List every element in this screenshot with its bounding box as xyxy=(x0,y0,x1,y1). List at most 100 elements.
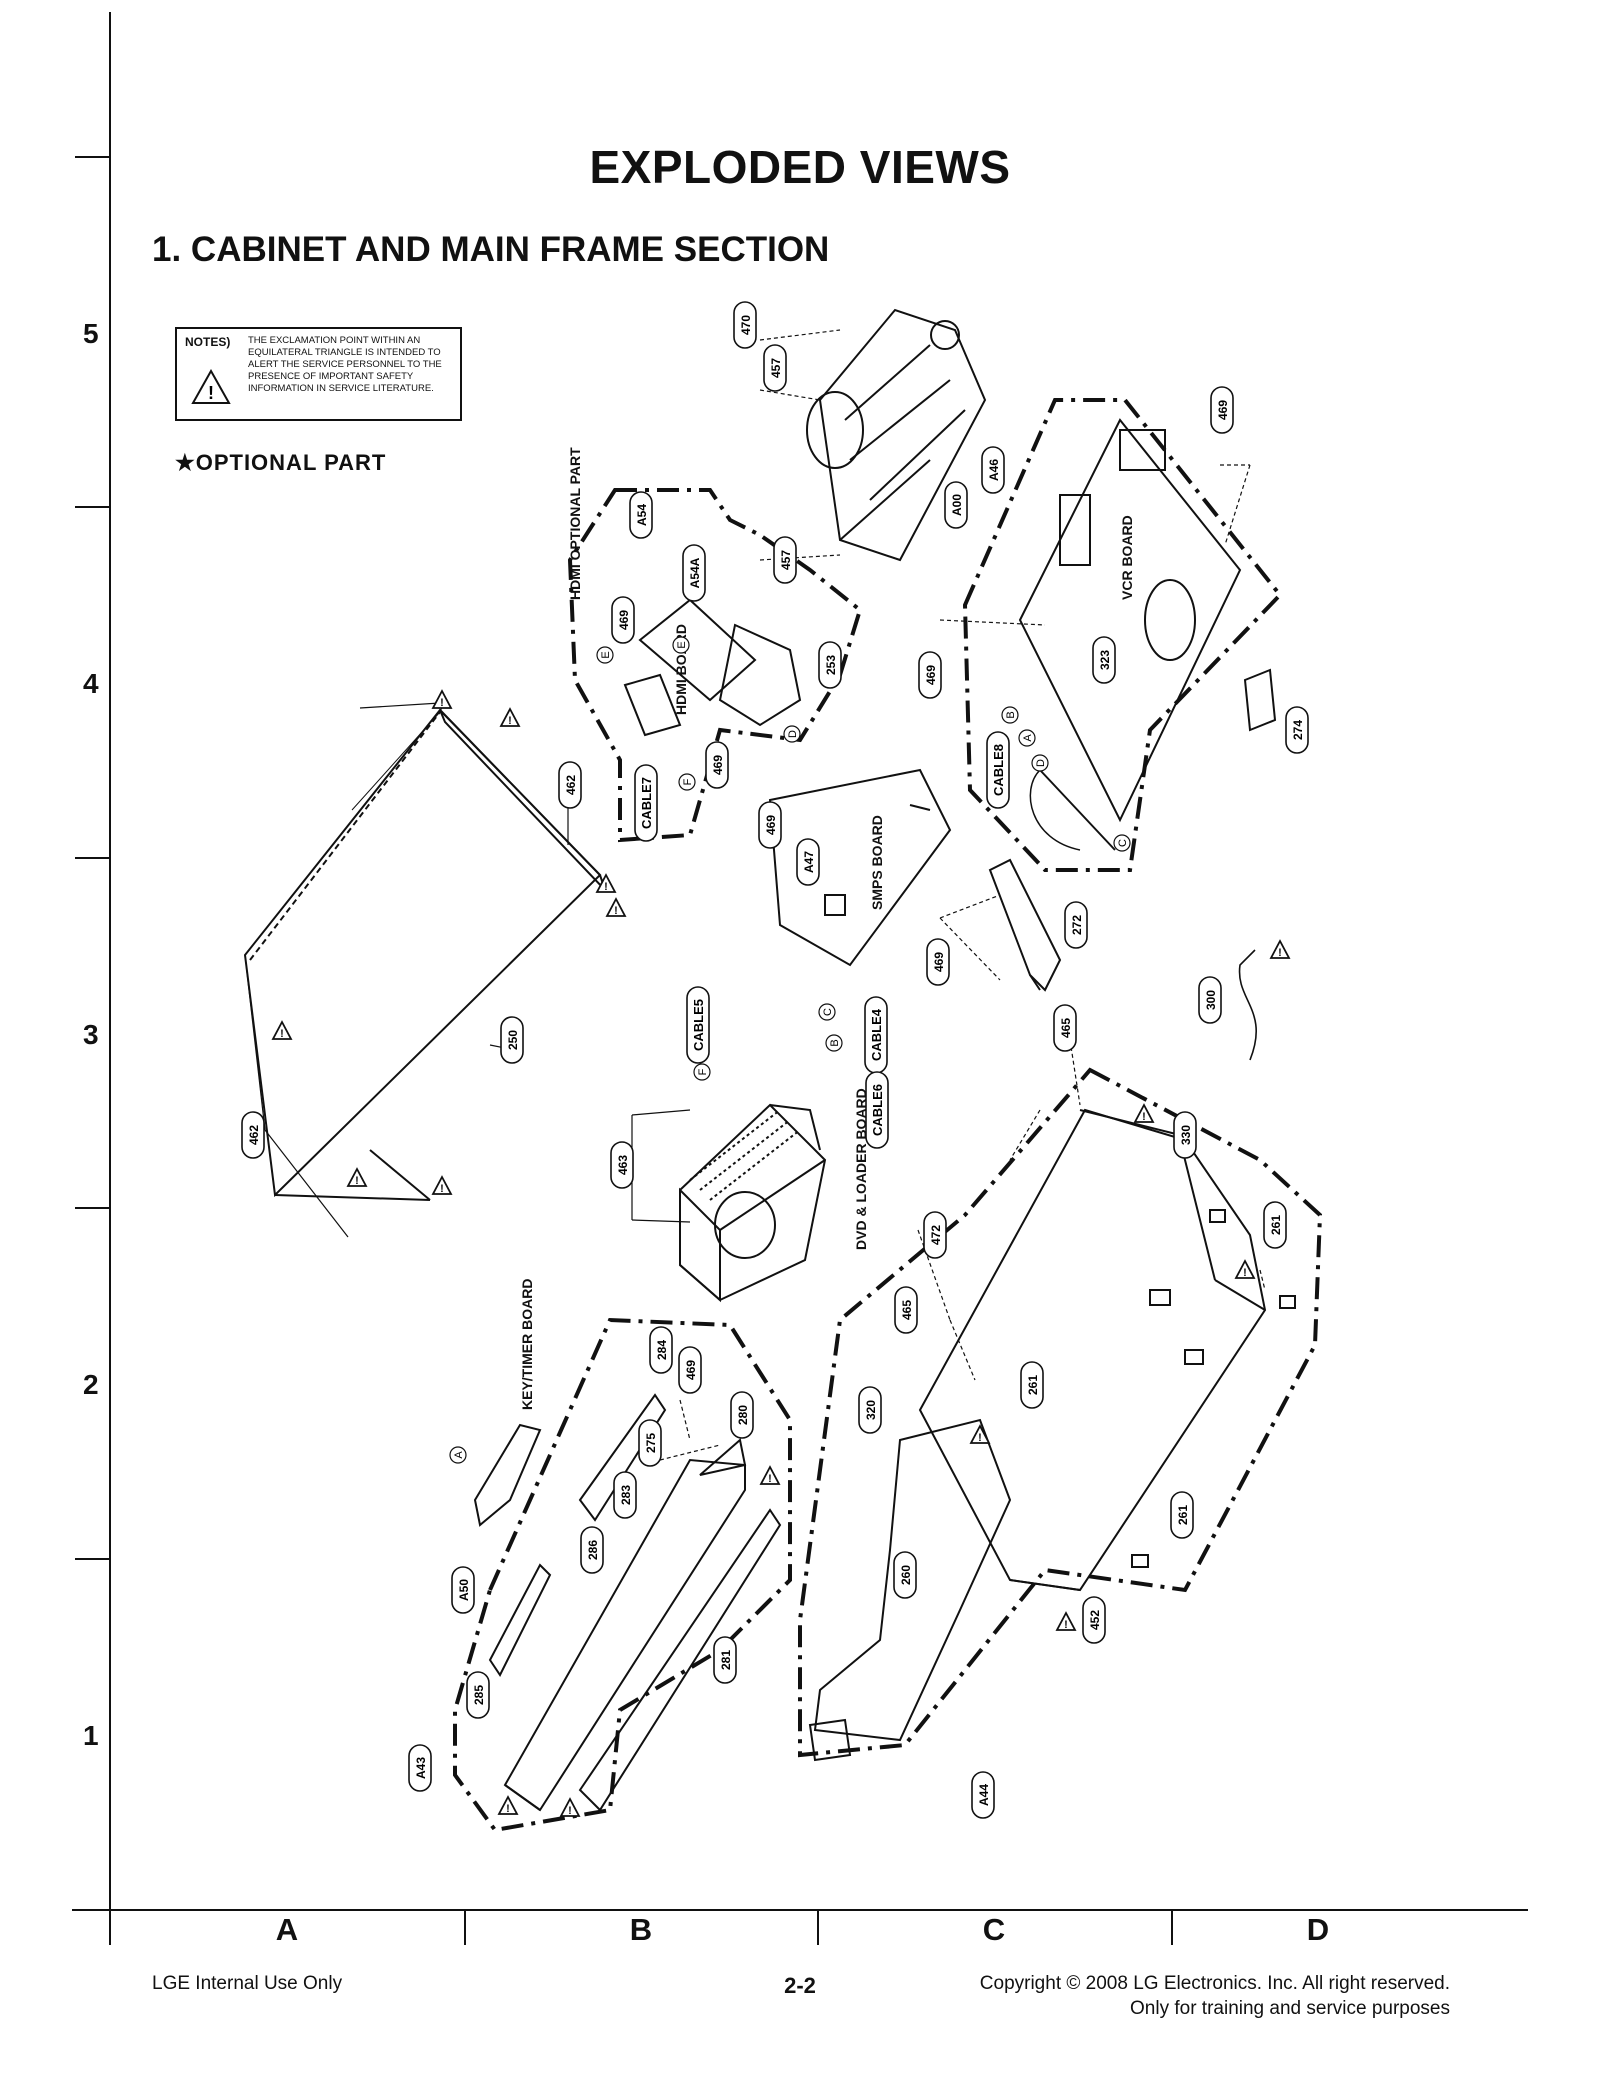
svg-text:275: 275 xyxy=(644,1433,658,1453)
board-283 xyxy=(578,1393,667,1522)
key-timer-board xyxy=(473,1423,542,1527)
callout-272: 272 xyxy=(1064,901,1088,949)
callout-462: 462 xyxy=(241,1111,265,1159)
callout-281: 281 xyxy=(713,1636,737,1684)
callout-452: 452 xyxy=(1082,1596,1106,1644)
connector-letter-d: D xyxy=(783,725,801,743)
callout-469: 469 xyxy=(918,651,942,699)
main-frame xyxy=(918,1108,1296,1592)
notes-text: THE EXCLAMATION POINT WITHIN AN EQUILATE… xyxy=(248,335,442,394)
callout-a00: A00 xyxy=(944,481,968,529)
part-callouts: 470457457A00A46469469A54A54A469253469CAB… xyxy=(241,301,1309,1819)
callout-283: 283 xyxy=(613,1471,637,1519)
column-label-c: C xyxy=(982,1912,1006,1947)
svg-text:A: A xyxy=(453,1451,465,1459)
svg-text:A54: A54 xyxy=(635,504,649,526)
callout-a54: A54 xyxy=(629,491,653,539)
warning-triangles: ! ! ! ! ! ! ! ! ! ! ! ! ! ! ! xyxy=(271,689,1291,1817)
callout-463: 463 xyxy=(610,1141,634,1189)
callout-469: 469 xyxy=(926,938,950,986)
connector-letter-a: A xyxy=(1018,729,1036,747)
callout-a46: A46 xyxy=(981,446,1005,494)
svg-text:469: 469 xyxy=(764,815,778,835)
svg-text:CABLE4: CABLE4 xyxy=(869,1008,884,1061)
bracket-272 xyxy=(988,858,1062,992)
callout-a47: A47 xyxy=(796,838,820,886)
svg-text:A: A xyxy=(1022,734,1034,742)
callout-457: 457 xyxy=(773,536,797,584)
callout-cable8: CABLE8 xyxy=(986,731,1010,809)
connector-letter-b: B xyxy=(1001,706,1019,724)
svg-text:E: E xyxy=(676,641,688,648)
callout-470: 470 xyxy=(733,301,757,349)
row-label-4: 4 xyxy=(83,668,99,699)
svg-text:250: 250 xyxy=(506,1030,520,1050)
callout-465: 465 xyxy=(1053,1004,1077,1052)
connector-letter-e: E xyxy=(672,636,690,654)
callout-261: 261 xyxy=(1020,1361,1044,1409)
svg-text:B: B xyxy=(829,1039,841,1046)
vcr-board-outline xyxy=(962,398,1283,872)
footer-page-number: 2-2 xyxy=(784,1973,816,1998)
svg-text:300: 300 xyxy=(1204,990,1218,1010)
svg-text:!: ! xyxy=(768,1473,772,1485)
callout-300: 300 xyxy=(1198,976,1222,1024)
svg-text:!: ! xyxy=(1142,1111,1146,1123)
callout-250: 250 xyxy=(500,1016,524,1064)
section-title: 1. CABINET AND MAIN FRAME SECTION xyxy=(152,230,830,269)
svg-text:!: ! xyxy=(508,715,512,727)
row-label-1: 1 xyxy=(83,1720,99,1751)
svg-text:472: 472 xyxy=(929,1225,943,1245)
svg-text:!: ! xyxy=(1243,1267,1247,1279)
callout-469: 469 xyxy=(758,801,782,849)
callout-253: 253 xyxy=(818,641,842,689)
svg-text:E: E xyxy=(600,651,612,658)
connector-letter-d: D xyxy=(1031,754,1049,772)
svg-text:C: C xyxy=(822,1008,834,1016)
svg-text:A00: A00 xyxy=(950,494,964,516)
svg-text:!: ! xyxy=(1064,1619,1068,1631)
svg-text:280: 280 xyxy=(736,1405,750,1425)
svg-text:261: 261 xyxy=(1026,1375,1040,1395)
svg-text:!: ! xyxy=(1278,947,1282,959)
svg-text:!: ! xyxy=(280,1028,284,1040)
callout-280: 280 xyxy=(730,1391,754,1439)
notes-label: NOTES) xyxy=(185,335,231,349)
callout-261: 261 xyxy=(1170,1491,1194,1539)
svg-text:457: 457 xyxy=(769,358,783,378)
callout-469: 469 xyxy=(678,1346,702,1394)
column-label-a: A xyxy=(275,1912,299,1947)
svg-text:B: B xyxy=(1005,711,1017,718)
footer-usage-note: Only for training and service purposes xyxy=(1130,1998,1450,2019)
connector-letter-b: B xyxy=(825,1034,843,1052)
svg-text:!: ! xyxy=(604,881,608,893)
callout-472: 472 xyxy=(923,1211,947,1259)
connector-letter-c: C xyxy=(818,1003,836,1021)
vcr-board xyxy=(1018,418,1242,851)
svg-text:!: ! xyxy=(440,697,444,709)
column-label-d: D xyxy=(1306,1912,1330,1947)
callout-462: 462 xyxy=(558,761,582,809)
connector-letter-a: A xyxy=(449,1446,467,1464)
svg-text:A50: A50 xyxy=(457,1579,471,1601)
callout-284: 284 xyxy=(649,1326,673,1374)
callout-286: 286 xyxy=(580,1526,604,1574)
svg-text:463: 463 xyxy=(616,1155,630,1175)
svg-text:A43: A43 xyxy=(414,1757,428,1779)
main-frame-outline xyxy=(798,1067,1323,1758)
svg-text:286: 286 xyxy=(586,1540,600,1560)
svg-text:!: ! xyxy=(355,1175,359,1187)
callout-cable7: CABLE7 xyxy=(634,764,658,842)
hdmi-optional-label: HDMI OPTIONAL PART xyxy=(567,447,583,600)
callout-a44: A44 xyxy=(971,1771,995,1819)
svg-text:A44: A44 xyxy=(977,1784,991,1806)
svg-text:A47: A47 xyxy=(802,851,816,873)
svg-text:!: ! xyxy=(506,1803,510,1815)
svg-text:330: 330 xyxy=(1179,1125,1193,1145)
callout-465: 465 xyxy=(894,1286,918,1334)
svg-text:469: 469 xyxy=(924,665,938,685)
key-timer-board-label: KEY/TIMER BOARD xyxy=(519,1279,535,1410)
